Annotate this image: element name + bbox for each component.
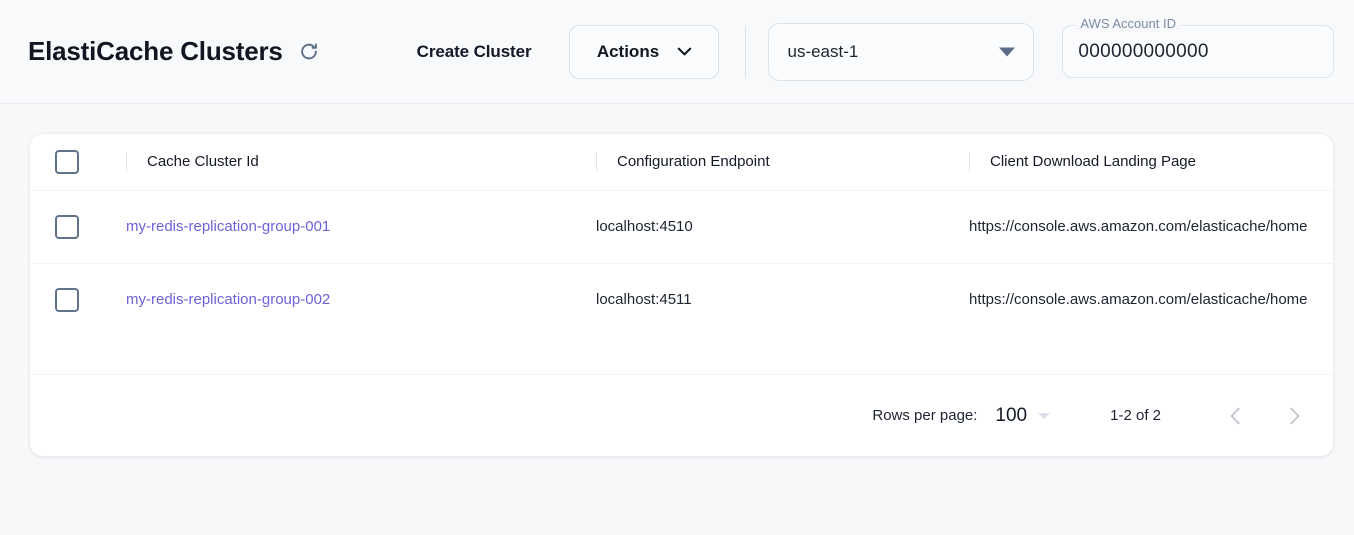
- column-separator: [969, 152, 970, 172]
- aws-account-id-field[interactable]: AWS Account ID 000000000000: [1062, 16, 1335, 78]
- pagination-range-label: 1-2 of 2: [1110, 407, 1161, 424]
- row-cluster-id-cell: my-redis-replication-group-001: [126, 190, 596, 263]
- select-all-checkbox[interactable]: [55, 149, 79, 174]
- rows-per-page-select[interactable]: 100: [995, 404, 1051, 427]
- app-header: ElastiCache Clusters Create Cluster Acti…: [0, 0, 1354, 104]
- row-client-download-cell: https://console.aws.amazon.com/elasticac…: [969, 263, 1333, 336]
- column-separator: [596, 152, 597, 172]
- chevron-right-icon: [1290, 407, 1300, 424]
- page-title: ElastiCache Clusters: [28, 36, 283, 66]
- next-page-button[interactable]: [1271, 393, 1317, 439]
- column-separator: [126, 152, 127, 172]
- region-select-value: us-east-1: [787, 41, 859, 61]
- region-select[interactable]: us-east-1: [768, 22, 1035, 81]
- clusters-card: Cache Cluster Id Configuration Endpoint …: [29, 133, 1334, 457]
- aws-account-id-label: AWS Account ID: [1075, 16, 1181, 32]
- row-checkbox[interactable]: [55, 214, 79, 239]
- previous-page-button[interactable]: [1213, 393, 1259, 439]
- header-divider: [745, 25, 747, 78]
- rows-per-page-label: Rows per page:: [872, 407, 978, 424]
- header-cell-select: [30, 134, 126, 190]
- table-pagination: Rows per page: 100 1-2 of 2: [30, 374, 1333, 456]
- create-cluster-button[interactable]: Create Cluster: [413, 34, 536, 70]
- header-label-client-download: Client Download Landing Page: [990, 153, 1196, 171]
- row-select-cell: [30, 190, 126, 263]
- actions-button[interactable]: Actions: [569, 24, 720, 79]
- chevron-down-icon: [1038, 412, 1051, 419]
- header-cell-client-download[interactable]: Client Download Landing Page: [969, 134, 1333, 190]
- row-checkbox[interactable]: [55, 287, 79, 312]
- cluster-id-link[interactable]: my-redis-replication-group-001: [126, 218, 331, 235]
- row-cluster-id-cell: my-redis-replication-group-002: [126, 263, 596, 336]
- table-body: my-redis-replication-group-001 localhost…: [30, 190, 1333, 336]
- config-endpoint-value: localhost:4511: [596, 291, 692, 309]
- main-content: Cache Cluster Id Configuration Endpoint …: [0, 104, 1354, 457]
- header-cell-config-endpoint[interactable]: Configuration Endpoint: [596, 134, 969, 190]
- cluster-id-link[interactable]: my-redis-replication-group-002: [126, 291, 331, 309]
- header-label-config-endpoint: Configuration Endpoint: [617, 153, 770, 171]
- actions-button-label: Actions: [596, 41, 660, 61]
- client-download-value: https://console.aws.amazon.com/elasticac…: [969, 291, 1308, 309]
- refresh-icon[interactable]: [297, 40, 321, 64]
- table-row: my-redis-replication-group-002 localhost…: [30, 263, 1333, 336]
- table-header: Cache Cluster Id Configuration Endpoint …: [30, 134, 1333, 190]
- header-cell-cluster-id[interactable]: Cache Cluster Id: [126, 134, 596, 190]
- chevron-down-icon: [677, 47, 692, 56]
- triangle-down-icon: [999, 47, 1016, 56]
- config-endpoint-value: localhost:4510: [596, 218, 693, 235]
- table-header-row: Cache Cluster Id Configuration Endpoint …: [30, 134, 1333, 190]
- table-row: my-redis-replication-group-001 localhost…: [30, 190, 1333, 263]
- row-client-download-cell: https://console.aws.amazon.com/elasticac…: [969, 190, 1333, 263]
- chevron-left-icon: [1230, 407, 1240, 424]
- row-config-endpoint-cell: localhost:4510: [596, 190, 969, 263]
- clusters-table: Cache Cluster Id Configuration Endpoint …: [30, 134, 1333, 336]
- row-select-cell: [30, 263, 126, 336]
- row-config-endpoint-cell: localhost:4511: [596, 263, 969, 336]
- aws-account-id-value: 000000000000: [1078, 40, 1209, 62]
- header-label-cluster-id: Cache Cluster Id: [147, 153, 259, 171]
- title-group: ElastiCache Clusters: [28, 36, 321, 67]
- rows-per-page-value: 100: [995, 404, 1028, 426]
- client-download-value: https://console.aws.amazon.com/elasticac…: [969, 218, 1308, 235]
